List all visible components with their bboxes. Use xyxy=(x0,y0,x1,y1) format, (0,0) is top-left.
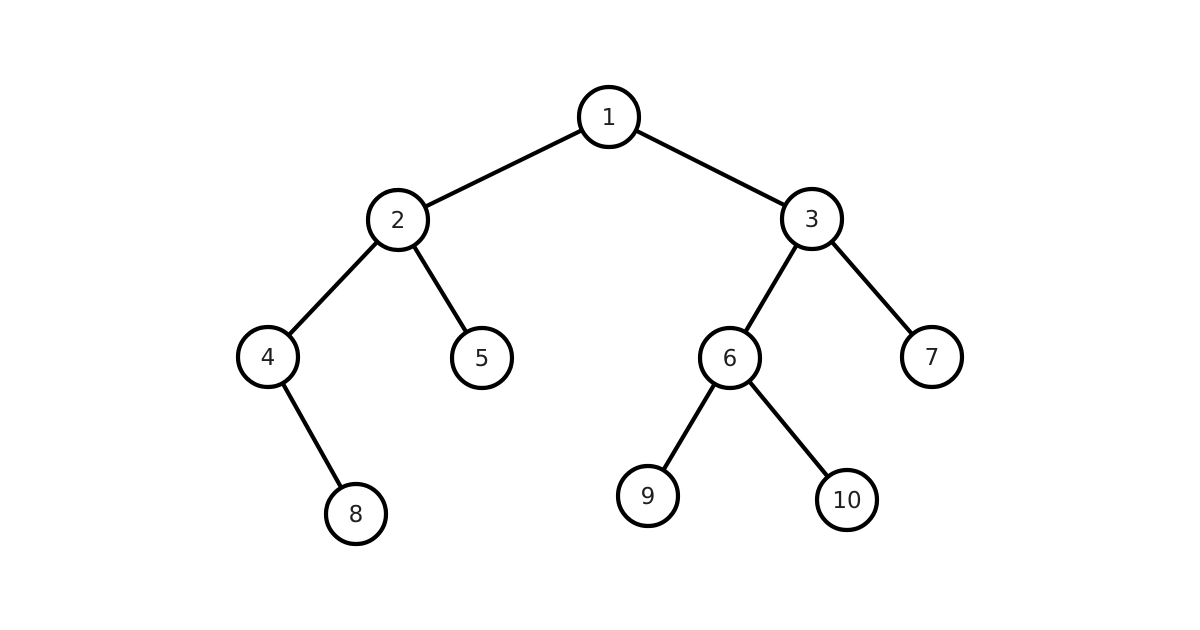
tree-nodes: 1 2 3 4 5 6 7 8 9 10 xyxy=(235,84,965,547)
tree-node-7: 7 xyxy=(899,324,965,390)
tree-node-circle-7 xyxy=(899,324,965,390)
tree-node-label-3: 3 xyxy=(805,207,820,233)
tree-node-4: 4 xyxy=(235,324,301,390)
tree-edges xyxy=(265,114,935,517)
tree-node-circle-10 xyxy=(814,467,880,533)
tree-node-8: 8 xyxy=(323,481,389,547)
tree-node-10: 10 xyxy=(814,467,880,533)
tree-node-5: 5 xyxy=(449,325,515,391)
tree-edge-1-2 xyxy=(395,114,612,223)
tree-node-label-4: 4 xyxy=(261,345,276,371)
tree-node-label-2: 2 xyxy=(391,208,406,234)
tree-node-label-1: 1 xyxy=(602,105,617,131)
tree-node-label-6: 6 xyxy=(723,346,738,372)
tree-node-circle-3 xyxy=(779,186,845,252)
tree-node-circle-9 xyxy=(615,463,681,529)
tree-node-1: 1 xyxy=(576,84,642,150)
tree-node-label-7: 7 xyxy=(925,345,940,371)
tree-node-9: 9 xyxy=(615,463,681,529)
tree-node-3: 3 xyxy=(779,186,845,252)
tree-edge-1-3 xyxy=(606,114,815,222)
tree-node-label-5: 5 xyxy=(475,346,490,372)
tree-node-circle-6 xyxy=(697,325,763,391)
tree-node-label-9: 9 xyxy=(641,484,656,510)
tree-node-circle-1 xyxy=(576,84,642,150)
tree-node-6: 6 xyxy=(697,325,763,391)
tree-node-2: 2 xyxy=(365,187,431,253)
tree-node-circle-4 xyxy=(235,324,301,390)
tree-node-label-10: 10 xyxy=(832,488,861,514)
tree-node-circle-2 xyxy=(365,187,431,253)
tree-node-circle-5 xyxy=(449,325,515,391)
tree-node-label-8: 8 xyxy=(349,502,364,528)
tree-node-circle-8 xyxy=(323,481,389,547)
